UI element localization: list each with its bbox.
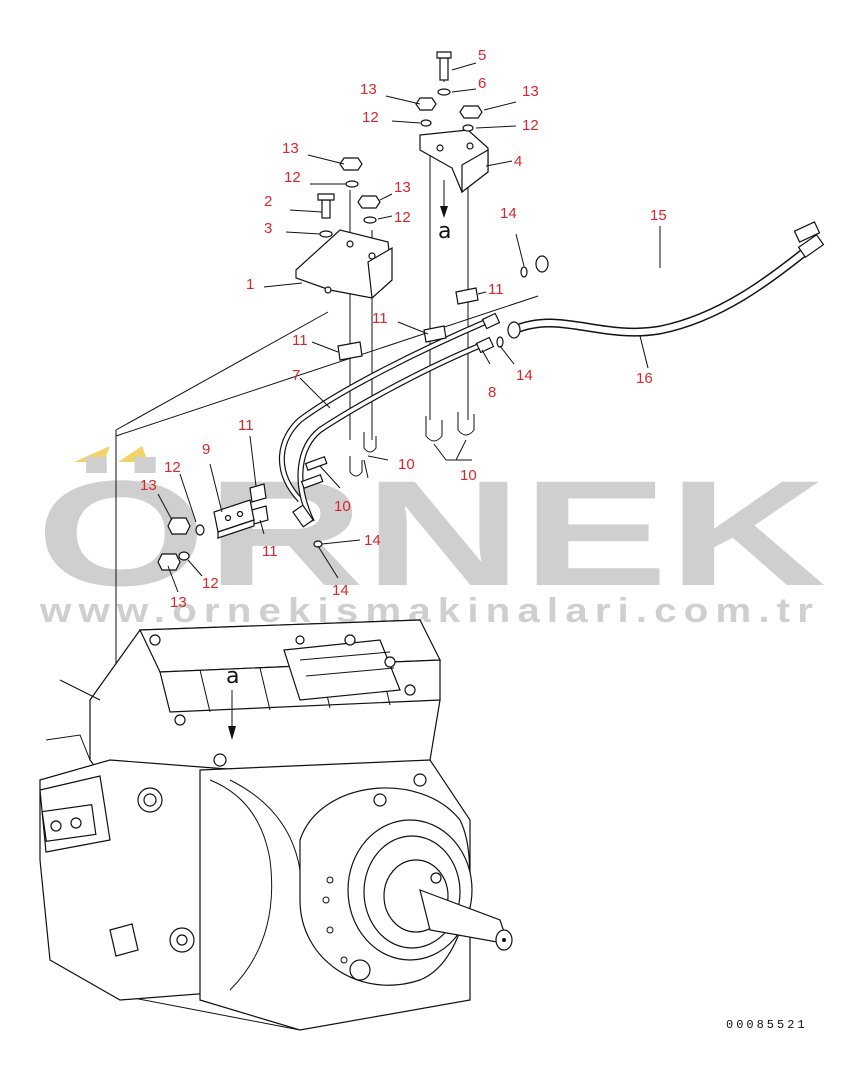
callout-6: 6 (478, 75, 486, 92)
view-marker-letter-bottom: a (226, 664, 239, 689)
callout-5: 5 (478, 47, 486, 64)
callout-10: 10 (334, 498, 351, 515)
callout-13: 13 (522, 83, 539, 100)
callout-10: 10 (398, 456, 415, 473)
callout-4: 4 (514, 153, 522, 170)
callout-16: 16 (636, 370, 653, 387)
u-bolts-10 (300, 412, 475, 489)
clips-11 (249, 287, 479, 525)
callout-11: 11 (262, 543, 278, 560)
tube-7 (278, 312, 501, 503)
watermark: ÖRNEK www.ornekismakinalari.com.tr (36, 446, 826, 630)
callout-14: 14 (332, 582, 349, 599)
callout-7: 7 (292, 367, 300, 384)
tube-8 (292, 336, 495, 528)
hose-15 (535, 221, 821, 276)
callout-8: 8 (488, 384, 496, 401)
callout-13: 13 (170, 594, 187, 611)
view-marker-letter-top: a (438, 219, 451, 244)
transmission-assembly (39, 619, 513, 1031)
callout-2: 2 (264, 193, 272, 210)
callout-13: 13 (360, 81, 377, 98)
callout-14: 14 (364, 532, 381, 549)
callout-10: 10 (460, 467, 477, 484)
watermark-brand: ÖRNEK (36, 449, 826, 617)
callout-14: 14 (516, 367, 533, 384)
callout-13: 13 (394, 179, 411, 196)
view-marker-a-bottom: a (226, 664, 239, 740)
callout-11: 11 (238, 417, 254, 434)
view-marker-a-top: a (438, 180, 451, 244)
bracket-1 (295, 157, 393, 300)
watermark-accent-right (118, 446, 148, 462)
callout-leaders (157, 62, 661, 593)
callout-3: 3 (264, 220, 272, 237)
callout-12: 12 (522, 117, 539, 134)
callout-13: 13 (140, 477, 157, 494)
callout-11: 11 (292, 332, 308, 349)
hose-16 (507, 233, 825, 339)
callout-12: 12 (284, 169, 301, 186)
o-rings-14 (313, 266, 528, 548)
callout-9: 9 (202, 441, 210, 458)
callout-labels: 5 6 13 13 12 12 4 13 12 13 2 12 3 1 14 1… (140, 47, 667, 611)
watermark-accent-left (74, 446, 110, 462)
bracket-4 (415, 51, 489, 194)
callout-12: 12 (202, 575, 219, 592)
block-9 (157, 499, 255, 571)
callout-1: 1 (246, 276, 254, 293)
callout-11: 11 (372, 310, 388, 327)
callout-11: 11 (488, 281, 504, 298)
callout-14: 14 (500, 205, 517, 222)
callout-13: 13 (282, 140, 299, 157)
callout-12: 12 (164, 459, 181, 476)
callout-12: 12 (394, 209, 411, 226)
watermark-url: www.ornekismakinalari.com.tr (39, 592, 820, 630)
callout-12: 12 (362, 109, 379, 126)
callout-15: 15 (650, 207, 667, 224)
drawing-number: 00085521 (726, 1018, 808, 1032)
